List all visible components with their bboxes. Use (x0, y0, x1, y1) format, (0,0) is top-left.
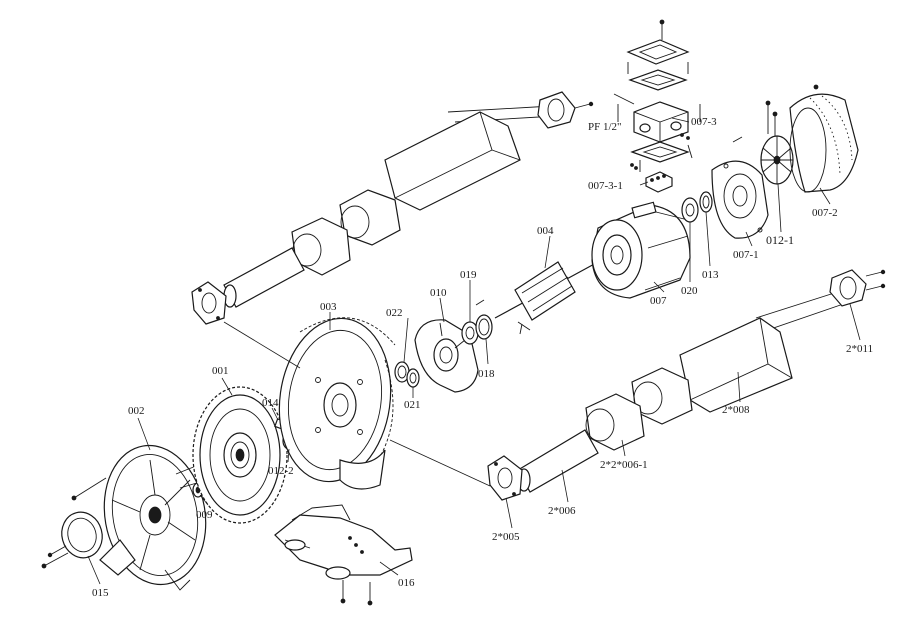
label-015: 013 (702, 269, 719, 281)
label-2x011: 2*011 (846, 343, 873, 355)
part-007-2-fan-cover (789, 84, 859, 193)
part-2x006-perforated-tube (517, 429, 599, 493)
label-004: 004 (537, 225, 554, 237)
screws-016 (41, 477, 107, 569)
part-009-bracket (274, 504, 413, 606)
part-2x005-gasket-plate (487, 455, 523, 501)
label-013: 012-1 (766, 233, 794, 247)
label-012-2: 012-2 (268, 465, 294, 477)
label-2x005: 2*005 (492, 531, 520, 543)
part-018-ring (475, 314, 493, 340)
part-007-3-1-terminal-block (645, 171, 673, 193)
part-003-casing (278, 317, 396, 490)
part-016-cover (61, 511, 103, 559)
part-2x011-end-flange (829, 269, 886, 307)
label-007-2: 007-2 (812, 207, 838, 219)
label-007-3-1: 007-3-1 (588, 180, 623, 192)
part-007-3-terminal-box (617, 19, 701, 172)
label-018: 018 (478, 368, 495, 380)
label-012-1: 009 (196, 509, 213, 521)
label-007-1: 007-1 (733, 249, 759, 261)
upper-sleeve-2 (339, 189, 401, 246)
screw-019 (475, 299, 485, 306)
part-2x008-shell (679, 317, 793, 413)
label-016: 015 (92, 587, 109, 599)
part-004-rotor (494, 261, 599, 335)
upper-shell (384, 111, 521, 211)
label-2x2x006-1: 2*2*006-1 (600, 459, 648, 471)
label-014: 014 (262, 397, 279, 409)
upper-perforated-tube (223, 247, 305, 308)
part-021-ring (406, 368, 420, 388)
label-001: 001 (212, 365, 229, 377)
label-007-3: 007-3 (691, 116, 717, 128)
label-020: 020 (681, 285, 698, 297)
part-022-ring (394, 361, 410, 383)
label-021: 021 (404, 399, 421, 411)
label-002: 002 (128, 405, 145, 417)
label-019: 019 (460, 269, 477, 281)
label-022: 022 (386, 307, 403, 319)
label-009: 016 (398, 577, 415, 589)
part-001-impeller (192, 386, 288, 524)
part-007-1-rear-bracket (711, 136, 769, 239)
label-pf-thread: PF 1/2" (588, 121, 622, 133)
part-020-bearing (681, 197, 699, 223)
label-2x006: 2*006 (548, 505, 576, 517)
leader-lines (87, 93, 861, 585)
label-2x008: 2*008 (722, 404, 750, 416)
upper-end-flange (537, 91, 594, 129)
part-002-front-cover (99, 444, 207, 591)
label-007: 007 (650, 295, 667, 307)
part-labels: 002 001 003 004 PF 1/2" 007-3 007-3-1 00… (92, 116, 873, 599)
part-015-ring (699, 191, 713, 213)
label-010: 010 (430, 287, 447, 299)
upper-gasket-plate (191, 281, 227, 325)
part-007-motor-housing (591, 201, 691, 299)
label-003: 003 (320, 301, 337, 313)
part-013-cooling-fan (760, 100, 794, 185)
